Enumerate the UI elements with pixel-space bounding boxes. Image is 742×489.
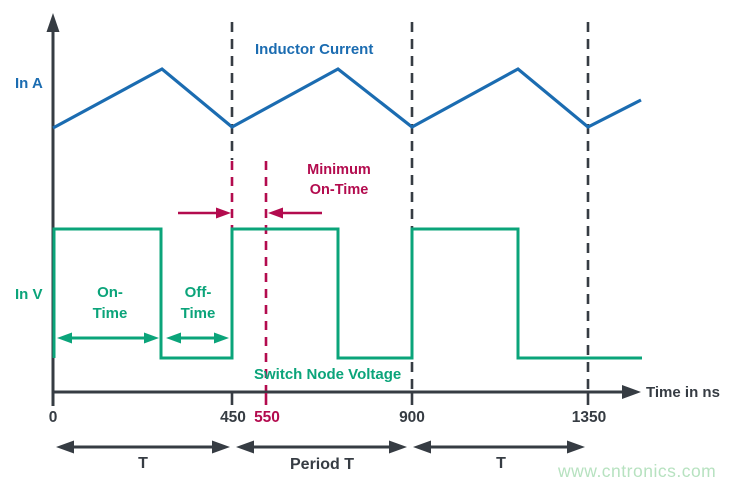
minimum-on-time-label: Minimum On-Time: [307, 160, 371, 200]
off-time-arrow-right-head: [214, 332, 229, 344]
on-time-line2: Time: [92, 304, 128, 322]
period-span-arrow-2-right-head: [389, 440, 407, 454]
period-span-arrow-1-right-head: [212, 440, 230, 454]
period-span-arrow-3-right-head: [567, 440, 585, 454]
on-time-arrow-right-head: [144, 332, 159, 344]
off-time-arrow-left-head: [166, 332, 181, 344]
x-tick-label-450: 450: [220, 409, 246, 426]
off-time-line2: Time: [180, 304, 216, 322]
y-axis-label-voltage: In V: [15, 286, 43, 303]
x-tick-label-0: 0: [48, 409, 58, 426]
x-axis-title: Time in ns: [646, 384, 720, 401]
inductor-current-waveform: [52, 67, 642, 130]
inductor-current-label: Inductor Current: [255, 41, 374, 58]
on-time-line1: On-: [97, 284, 123, 301]
x-axis-arrowhead: [622, 385, 641, 399]
on-time-label: On- Time: [93, 283, 128, 324]
x-tick-label-550: 550: [254, 409, 280, 426]
x-tick-label-900: 900: [399, 409, 425, 426]
switch-node-voltage-waveform: [52, 227, 642, 360]
minimum-on-time-line1: Minimum: [307, 162, 371, 178]
t-span-label-right: T: [496, 455, 506, 472]
period-t-label: Period T: [289, 456, 355, 473]
minimum-on-time-line2: On-Time: [309, 182, 369, 198]
x-tick-label-1350: 1350: [571, 409, 607, 426]
y-axis-label-current: In A: [15, 75, 43, 92]
on-time-arrow-left-head: [57, 332, 72, 344]
y-axis-arrowhead: [46, 13, 60, 32]
period-span-arrow-2-left-head: [236, 440, 254, 454]
period-span-arrow-1-left-head: [56, 440, 74, 454]
off-time-line1: Off-: [184, 284, 212, 301]
t-span-label-left: T: [138, 455, 148, 472]
switch-node-voltage-label: Switch Node Voltage: [254, 366, 402, 383]
watermark: www.cntronics.com: [558, 461, 717, 481]
minimum-on-time-arrow-1-right-head: [216, 207, 231, 219]
minimum-on-time-arrow-2-left-head: [268, 207, 283, 219]
period-span-arrow-3-left-head: [413, 440, 431, 454]
off-time-label: Off- Time: [181, 283, 216, 324]
